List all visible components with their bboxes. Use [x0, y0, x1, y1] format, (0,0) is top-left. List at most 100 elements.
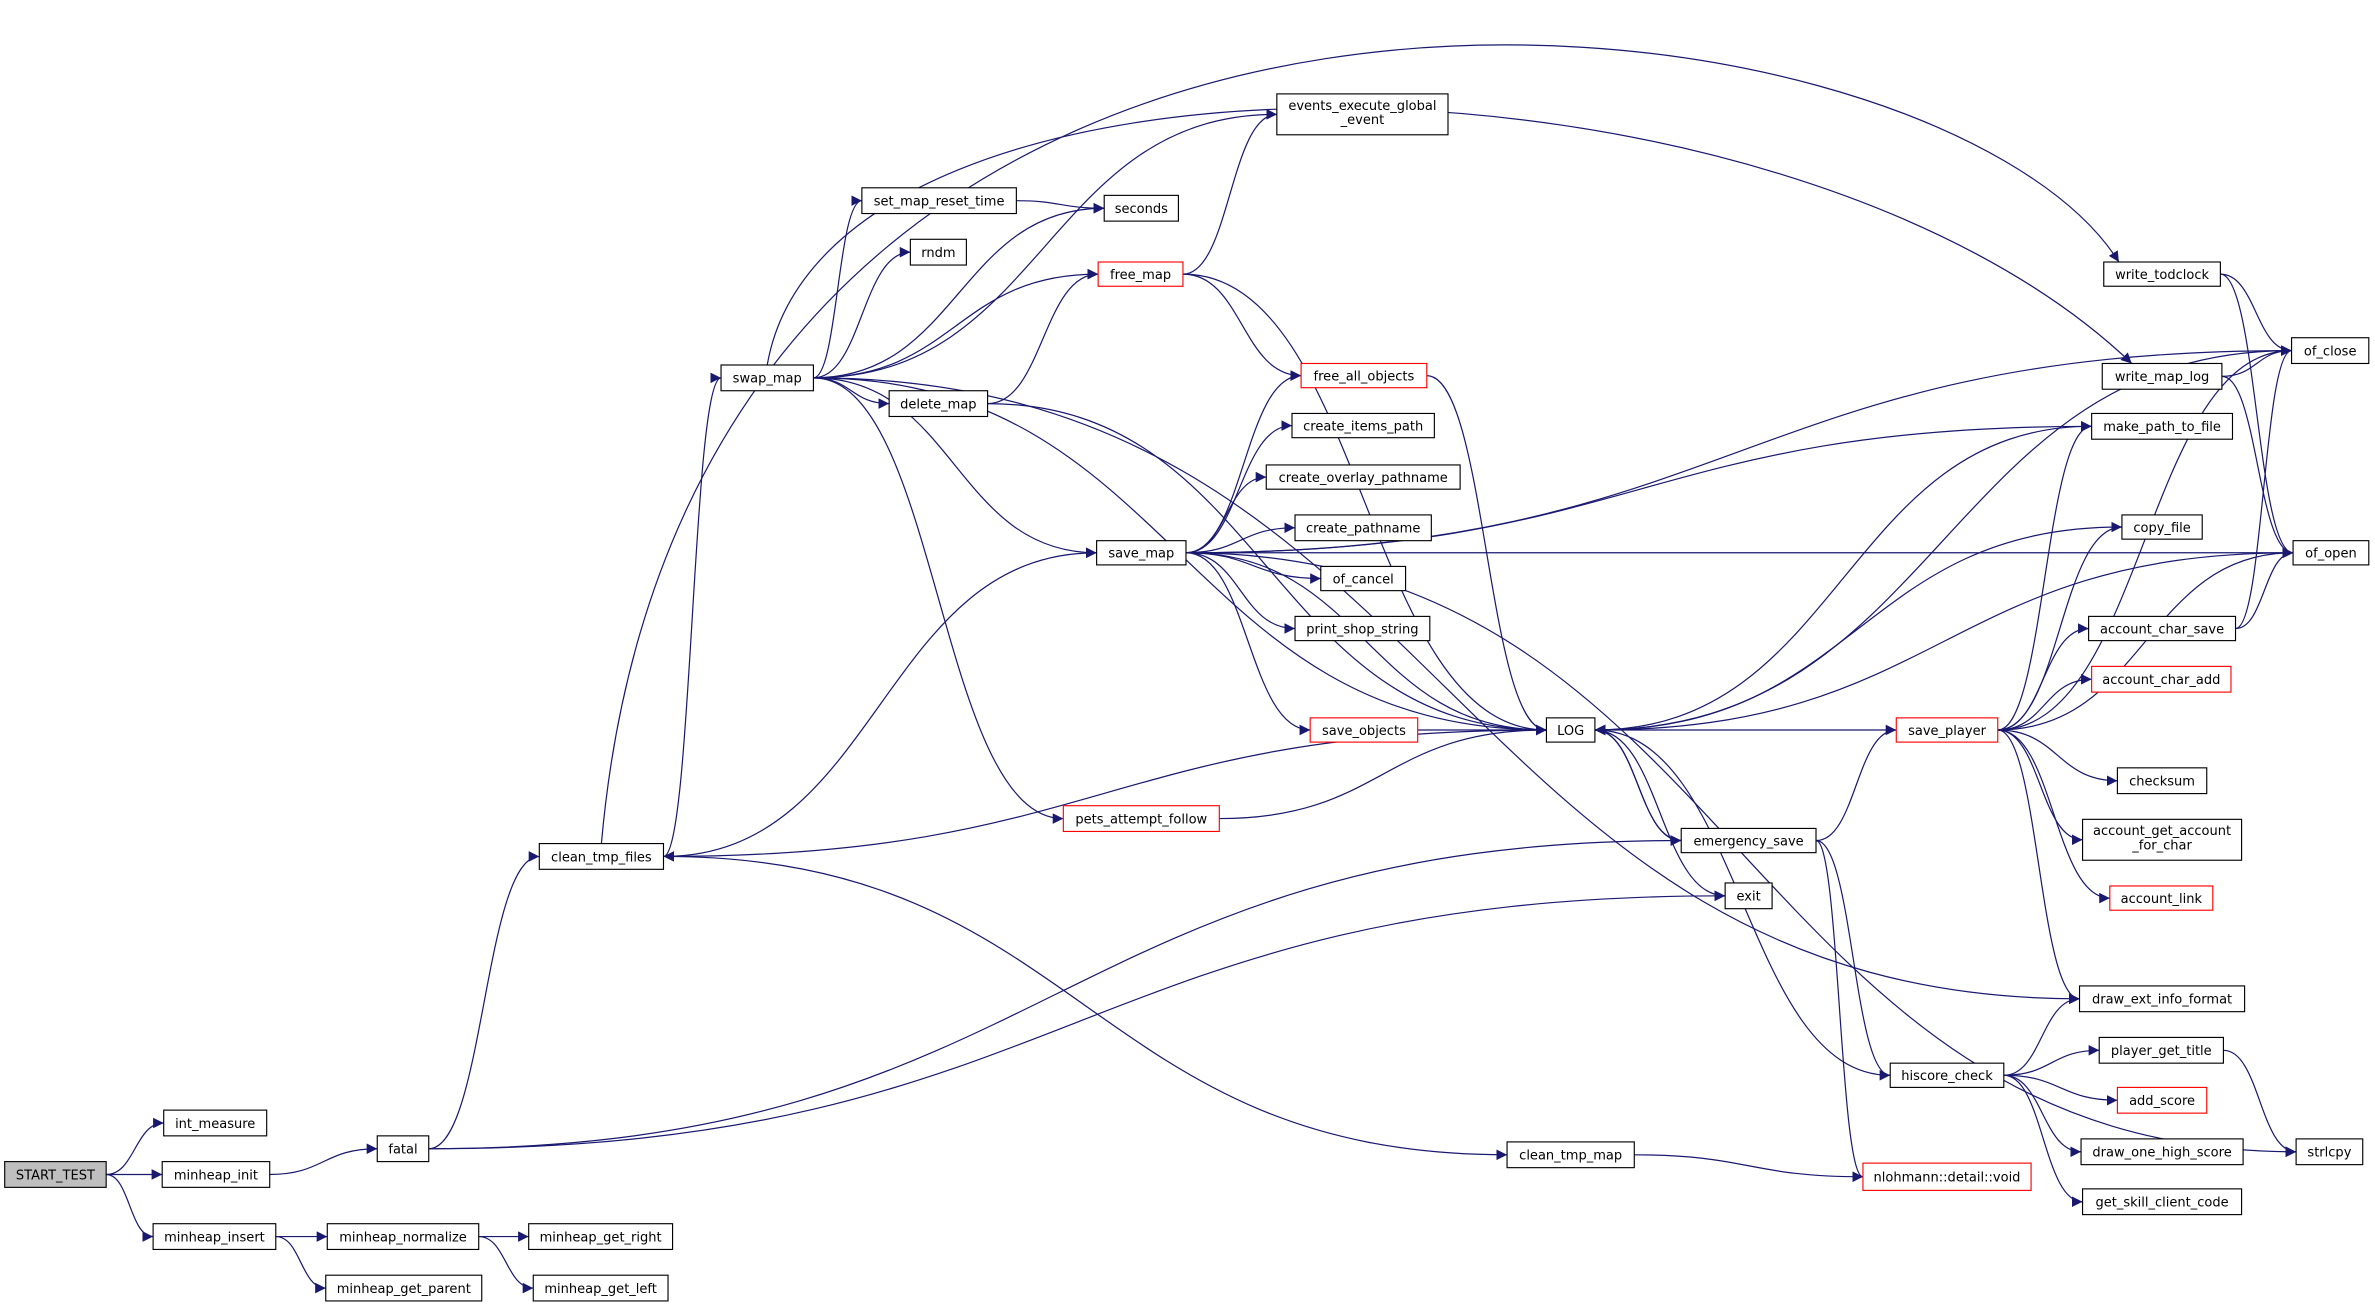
node-label: save_player — [1908, 724, 1987, 739]
node-minheap-init[interactable]: minheap_init — [161, 1161, 271, 1188]
edge-emergency_save-to-hiscore_check — [1815, 839, 1891, 1081]
node-label: free_map — [1110, 268, 1171, 283]
node-label: account_get_account — [2093, 824, 2231, 839]
node-emergency-save[interactable]: emergency_save — [1680, 827, 1817, 854]
edge-save_map-to-print_shop_string — [1185, 552, 1296, 634]
node-print-shop-string[interactable]: print_shop_string — [1294, 615, 1431, 642]
node-exit[interactable]: exit — [1724, 882, 1773, 910]
node-clean-tmp-map[interactable]: clean_tmp_map — [1506, 1141, 1635, 1169]
node-strlcpy[interactable]: strlcpy — [2295, 1138, 2364, 1166]
node-box — [1291, 412, 1435, 439]
edge-swap_map-to-free_map — [813, 268, 1099, 379]
node-label: seconds — [1115, 202, 1168, 217]
node-box — [1096, 540, 1187, 566]
edge-free_all_objects-to-LOG — [1426, 374, 1547, 736]
node-clean-tmp-files[interactable]: clean_tmp_files — [538, 842, 665, 870]
node-label: rndm — [921, 246, 955, 261]
node-pets-attempt-follow[interactable]: pets_attempt_follow — [1062, 805, 1220, 833]
edge-save_player-to-make_path_to_file — [1997, 421, 2092, 731]
edge-save_map-to-make_path_to_file — [1185, 421, 2092, 554]
node-draw-one-high-score[interactable]: draw_one_high_score — [2080, 1138, 2244, 1166]
edge-player_get_title-to-strlcpy — [2223, 1049, 2297, 1158]
node-minheap-normalize[interactable]: minheap_normalize — [326, 1223, 480, 1251]
node-rndm[interactable]: rndm — [909, 238, 967, 266]
node-account-char-add[interactable]: account_char_add — [2091, 665, 2232, 693]
node-create-items-path[interactable]: create_items_path — [1291, 412, 1435, 439]
node-copy-file[interactable]: copy_file — [2121, 514, 2203, 540]
node-box — [2080, 1138, 2244, 1166]
edge-of_open-to-LOG — [1594, 552, 2294, 736]
node-box — [2290, 337, 2370, 365]
node-draw-ext-info-format[interactable]: draw_ext_info_format — [2078, 985, 2246, 1013]
node-save-player[interactable]: save_player — [1895, 717, 1999, 743]
node-box — [1294, 514, 1432, 542]
edge-clean_tmp_files-to-write_todclock — [600, 44, 2120, 844]
node-set-map-reset-time[interactable]: set_map_reset_time — [861, 187, 1017, 215]
node-free-all-objects[interactable]: free_all_objects — [1300, 362, 1428, 389]
node-make-path-to-file[interactable]: make_path_to_file — [2091, 412, 2234, 440]
edge-fatal-to-clean_tmp_files — [428, 851, 540, 1150]
node-save-map[interactable]: save_map — [1096, 540, 1187, 566]
edge-fatal-to-emergency_save — [428, 835, 1682, 1150]
node-label: checksum — [2129, 775, 2195, 790]
node-minheap-insert[interactable]: minheap_insert — [152, 1223, 277, 1251]
node-player-get-title[interactable]: player_get_title — [2098, 1036, 2224, 1064]
node-of-open[interactable]: of_open — [2292, 540, 2370, 566]
node-checksum[interactable]: checksum — [2116, 767, 2208, 795]
node-label: create_items_path — [1303, 419, 1423, 434]
node-minheap-get-parent[interactable]: minheap_get_parent — [325, 1274, 483, 1302]
node-account-link[interactable]: account_link — [2109, 885, 2214, 911]
edge-clean_tmp_files-to-clean_tmp_map — [663, 855, 1508, 1161]
node-box — [325, 1274, 483, 1302]
node-label: fatal — [388, 1143, 417, 1158]
node-int-measure[interactable]: int_measure — [163, 1109, 268, 1137]
node-minheap-get-right[interactable]: minheap_get_right — [528, 1223, 674, 1251]
node-account-char-save[interactable]: account_char_save — [2088, 615, 2237, 642]
node-label: create_overlay_pathname — [1279, 471, 1448, 486]
node-label: minheap_init — [174, 1168, 258, 1183]
node-minheap-get-left[interactable]: minheap_get_left — [532, 1274, 669, 1302]
node-account-get-account-for-char[interactable]: account_get_account_for_char — [2081, 818, 2243, 861]
node-box — [888, 390, 989, 418]
node-seconds[interactable]: seconds — [1103, 194, 1179, 222]
node-label: clean_tmp_files — [551, 850, 652, 865]
edge-save_map-to-LOG — [1185, 552, 1547, 736]
node-label: minheap_get_left — [544, 1282, 657, 1297]
node-free-map[interactable]: free_map — [1097, 261, 1184, 287]
node-label: free_all_objects — [1314, 369, 1415, 384]
node-write-map-log[interactable]: write_map_log — [2101, 362, 2223, 390]
node-get-skill-client-code[interactable]: get_skill_client_code — [2081, 1188, 2243, 1216]
node-save-objects[interactable]: save_objects — [1309, 717, 1419, 743]
node-events-execute-global-event[interactable]: events_execute_global_event — [1276, 93, 1449, 136]
node-hiscore-check[interactable]: hiscore_check — [1889, 1062, 2005, 1088]
node-nlohmann[interactable]: nlohmann::detail::void — [1862, 1162, 2032, 1191]
edge-save_player-to-draw_ext_info_format — [1997, 729, 2080, 1005]
edge-LOG-to-clean_tmp_files — [663, 729, 1547, 862]
node-fatal[interactable]: fatal — [376, 1135, 430, 1163]
edge-save_map-to-create_overlay_pathname — [1185, 471, 1267, 554]
node-of-close[interactable]: of_close — [2290, 337, 2370, 365]
node-write-todclock[interactable]: write_todclock — [2103, 261, 2221, 287]
edge-START_TEST-to-int_measure — [106, 1117, 164, 1176]
edge-account_char_save-to-of_close — [2235, 345, 2292, 630]
node-create-pathname[interactable]: create_pathname — [1294, 514, 1432, 542]
node-box — [538, 842, 665, 870]
node-add-score[interactable]: add_score — [2116, 1086, 2208, 1114]
node-create-overlay-pathname[interactable]: create_overlay_pathname — [1265, 464, 1461, 490]
node-box — [720, 364, 814, 392]
node-start-test[interactable]: START_TEST — [4, 1161, 107, 1188]
node-log[interactable]: LOG — [1545, 717, 1596, 743]
node-of-cancel[interactable]: of_cancel — [1320, 565, 1407, 592]
edge-save_player-to-account_get_account_for_char — [1997, 729, 2083, 846]
node-swap-map[interactable]: swap_map — [720, 364, 814, 392]
node-box — [2078, 985, 2246, 1013]
edge-minheap_normalize-to-minheap_get_left — [478, 1235, 534, 1294]
node-delete-map[interactable]: delete_map — [888, 390, 989, 418]
node-box — [1889, 1062, 2005, 1088]
node-label: write_map_log — [2115, 370, 2209, 385]
node-label: draw_ext_info_format — [2092, 993, 2232, 1008]
node-label: exit — [1737, 890, 1761, 905]
node-box — [1724, 882, 1773, 910]
edge-write_todclock-to-of_open — [2220, 273, 2294, 559]
edge-hiscore_check-to-draw_one_high_score — [2003, 1074, 2082, 1158]
